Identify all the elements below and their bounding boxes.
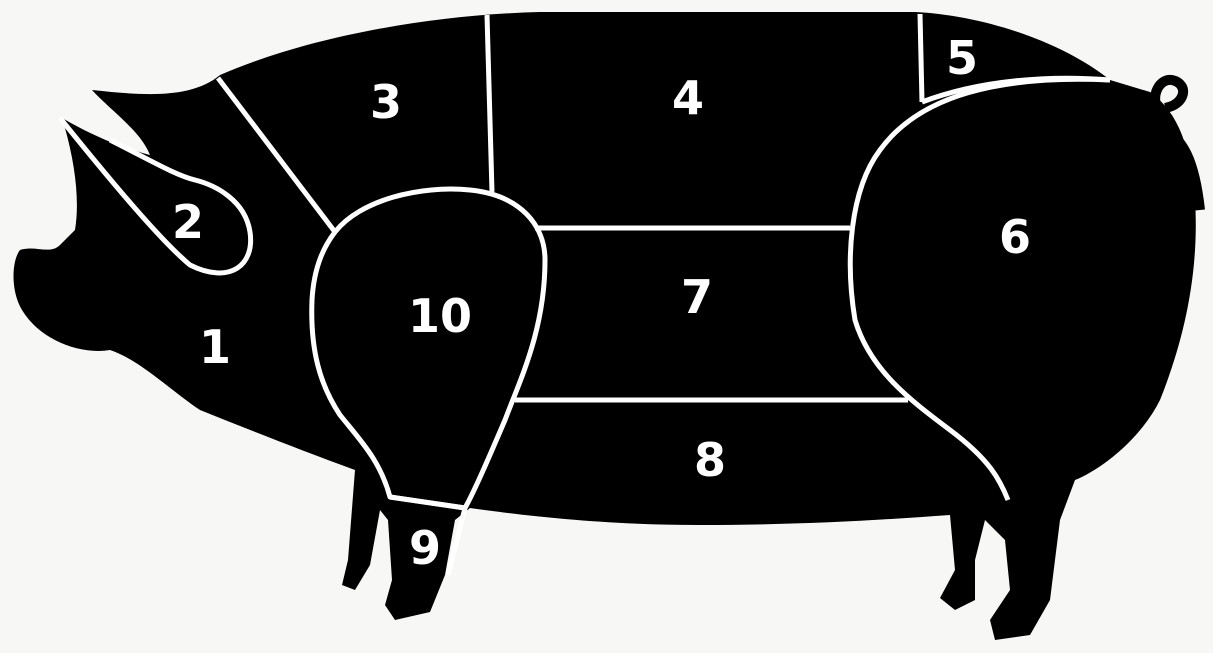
region-label-6: 6	[999, 210, 1031, 264]
cut-line-4-5	[920, 14, 922, 102]
region-label-3: 3	[370, 75, 402, 129]
region-label-5: 5	[946, 31, 978, 85]
region-label-8: 8	[694, 433, 726, 487]
region-label-4: 4	[672, 71, 704, 125]
pig-body-outline	[14, 12, 1196, 640]
region-label-1: 1	[199, 320, 231, 374]
region-label-9: 9	[409, 521, 441, 575]
pig-body	[14, 12, 1201, 640]
region-label-2: 2	[172, 195, 204, 249]
region-label-10: 10	[408, 289, 472, 343]
region-label-7: 7	[681, 270, 713, 324]
